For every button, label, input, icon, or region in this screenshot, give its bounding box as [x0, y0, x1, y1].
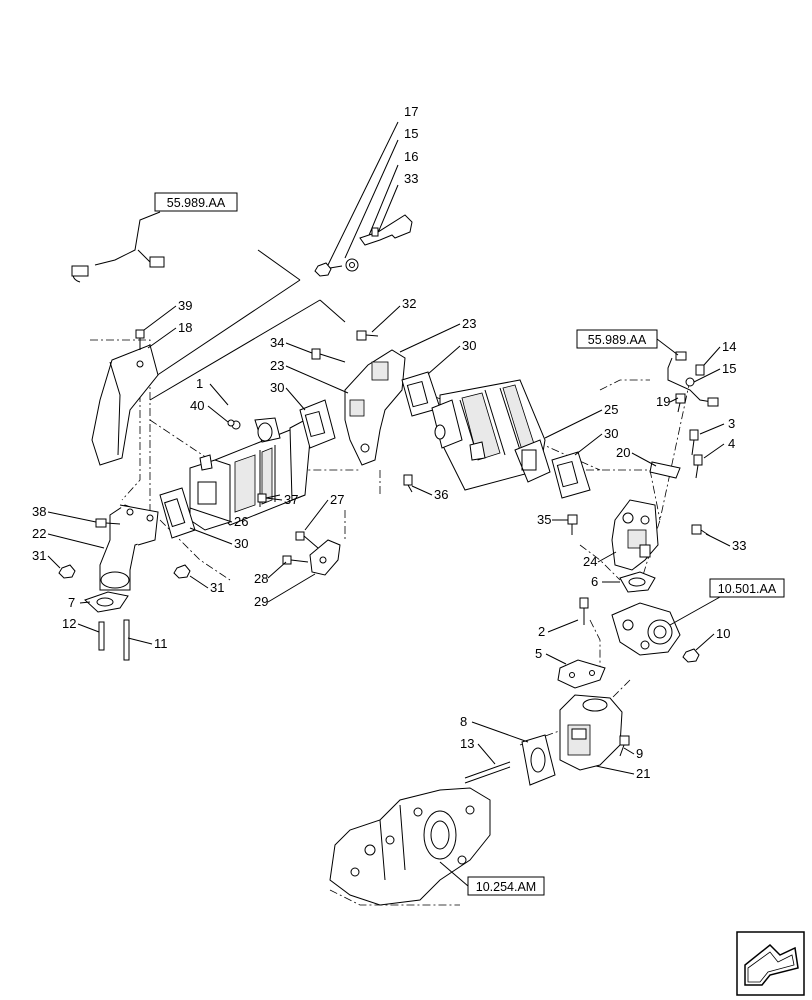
gasket-7: [84, 591, 129, 613]
callout-30-a: 30: [270, 380, 284, 395]
callout-29: 29: [254, 594, 268, 609]
callout-18: 18: [178, 320, 192, 335]
callout-3: 3: [728, 416, 735, 431]
callout-19: 19: [656, 394, 670, 409]
egr-cooler-right: [431, 379, 551, 491]
callout-9: 9: [636, 746, 643, 761]
callout-22: 22: [32, 526, 46, 541]
callout-24: 24: [583, 554, 597, 569]
callout-16: 16: [404, 149, 418, 164]
bolt-36: [403, 474, 413, 493]
callout-38: 38: [32, 504, 46, 519]
callout-39: 39: [178, 298, 192, 313]
bolt-35: [567, 514, 578, 535]
ref-label: 55.989.AA: [167, 196, 226, 210]
ref-box-10254[interactable]: 10.254.AM: [439, 861, 545, 896]
callout-30-b: 30: [462, 338, 476, 353]
intake-manifold: [329, 787, 491, 906]
ref-label: 55.989.AA: [588, 333, 647, 347]
callout-12: 12: [62, 616, 76, 631]
lower-bracket: [282, 531, 341, 576]
ref-box-55989-top[interactable]: 55.989.AA: [154, 192, 238, 212]
callout-5: 5: [535, 646, 542, 661]
sensor-wire-right: [667, 351, 719, 413]
bolt-34: [311, 348, 346, 363]
nut-10: [682, 648, 700, 663]
callout-34: 34: [270, 335, 284, 350]
callouts: 1 2 3 4 5 6 7 8 9 10 11 12 13: [32, 104, 746, 781]
callout-7: 7: [68, 595, 75, 610]
gasket-6: [619, 571, 656, 593]
callout-32: 32: [402, 296, 416, 311]
gasket-30-a: [299, 399, 336, 449]
gasket-26: [159, 487, 196, 539]
next-page-arrow-icon[interactable]: [736, 931, 805, 996]
callout-14: 14: [722, 339, 736, 354]
stud-13: [464, 761, 511, 784]
callout-17: 17: [404, 104, 418, 119]
callout-30-c: 30: [604, 426, 618, 441]
center-bracket: [344, 349, 406, 466]
callout-2: 2: [538, 624, 545, 639]
callout-36: 36: [434, 487, 448, 502]
egr-pipe-21: [559, 694, 623, 771]
callout-13: 13: [460, 736, 474, 751]
ref-label: 10.254.AM: [476, 880, 536, 894]
bolt-9: [619, 735, 630, 757]
gasket-8: [521, 734, 556, 786]
callout-31-right: 31: [210, 580, 224, 595]
callout-28: 28: [254, 571, 268, 586]
callout-15-top: 15: [404, 126, 418, 141]
callout-23-upper: 23: [462, 316, 476, 331]
exhaust-elbow: [99, 504, 159, 591]
callout-4: 4: [728, 436, 735, 451]
fastener-40: [227, 419, 241, 430]
callout-30-d: 30: [234, 536, 248, 551]
gasket-30-c: [551, 451, 591, 499]
callout-1: 1: [196, 376, 203, 391]
callout-27: 27: [330, 492, 344, 507]
callout-33-right: 33: [732, 538, 746, 553]
callout-6: 6: [591, 574, 598, 589]
callout-20: 20: [616, 445, 630, 460]
egr-cooler-left: [189, 417, 311, 531]
gasket-5: [557, 659, 606, 689]
callout-8: 8: [460, 714, 467, 729]
support-bracket-24: [611, 499, 659, 571]
callout-21: 21: [636, 766, 650, 781]
callout-31-left: 31: [32, 548, 46, 563]
ref-box-55989-right[interactable]: 55.989.AA: [576, 329, 679, 356]
nuts-31: [58, 564, 191, 579]
callout-23-lower: 23: [270, 358, 284, 373]
ref-box-10501[interactable]: 10.501.AA: [669, 578, 785, 626]
top-bracket-set: [314, 214, 413, 277]
bolts-3-4: [689, 429, 703, 479]
callout-40: 40: [190, 398, 204, 413]
callout-15-right: 15: [722, 361, 736, 376]
sensor-wire-left: [71, 211, 165, 283]
bolt-38: [95, 518, 121, 528]
callout-35: 35: [537, 512, 551, 527]
callout-11: 11: [154, 636, 168, 651]
ref-label: 10.501.AA: [718, 582, 777, 596]
callout-10: 10: [716, 626, 730, 641]
egr-valve: [611, 602, 681, 656]
callout-33-top: 33: [404, 171, 418, 186]
bolt-2: [579, 597, 589, 625]
bracket-20: [649, 461, 681, 479]
studs-12-11: [98, 619, 130, 661]
heat-shield: [91, 344, 159, 466]
callout-26: 26: [234, 514, 248, 529]
callout-37: 37: [284, 492, 298, 507]
bolt-32: [356, 330, 379, 341]
leader-lines: [149, 121, 399, 401]
bolt-39: [135, 329, 145, 350]
callout-25: 25: [604, 402, 618, 417]
